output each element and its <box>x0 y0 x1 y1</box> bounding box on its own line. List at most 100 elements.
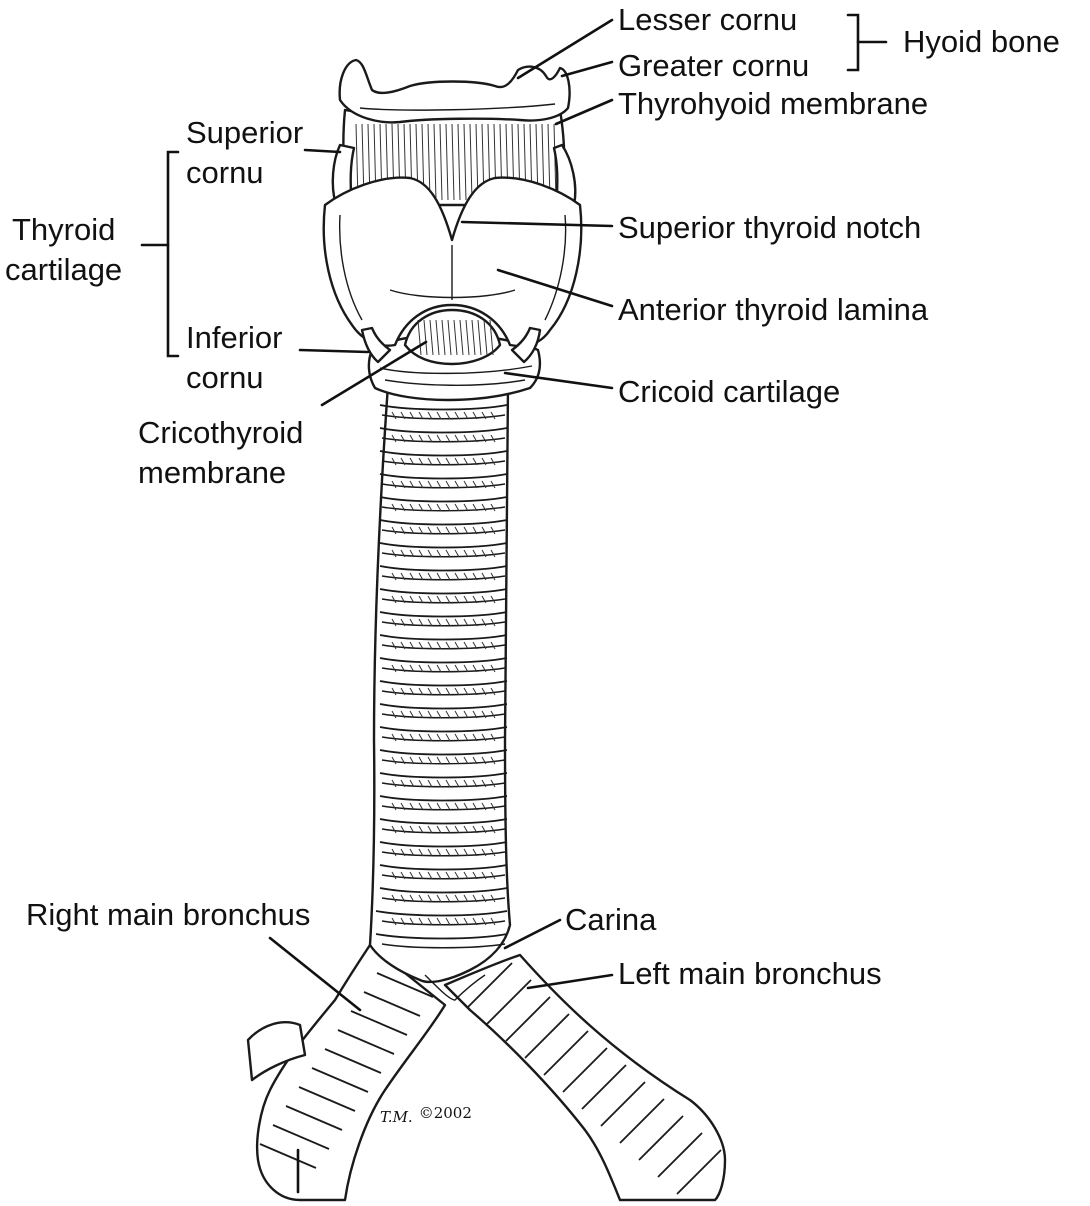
label-thyroid-cartilage-line2: cartilage <box>5 252 122 287</box>
trachea-hatch-stroke <box>409 710 415 719</box>
trachea-hatch-stroke <box>472 756 478 765</box>
trachea-hatch-stroke <box>427 457 433 466</box>
trachea-hatch-stroke <box>490 526 496 535</box>
trachea-hatch-stroke <box>409 503 415 512</box>
trachea-hatch-stroke <box>463 411 469 420</box>
trachea-hatch-stroke <box>454 572 460 581</box>
right-bronchus-ring <box>285 1105 343 1131</box>
larynx-trachea-illustration <box>246 58 727 1202</box>
trachea-hatch-stroke <box>427 779 433 788</box>
trachea-hatch-stroke <box>391 457 397 466</box>
thyrohyoid-fiber <box>451 123 455 201</box>
trachea-ring <box>379 427 508 434</box>
right-bronchus-ring <box>259 1143 317 1169</box>
trachea-hatch-stroke <box>472 779 478 788</box>
trachea-hatch-stroke <box>490 595 496 604</box>
trachea-hatch-stroke <box>409 664 415 673</box>
trachea-hatch-stroke <box>481 733 487 742</box>
left-bronchus-ring <box>467 962 513 1008</box>
trachea-ring <box>379 726 508 733</box>
trachea-hatch-stroke <box>391 733 397 742</box>
trachea-hatch-stroke <box>436 733 442 742</box>
trachea-hatch-stroke <box>445 434 451 443</box>
trachea-hatch-stroke <box>445 618 451 627</box>
trachea-hatch-stroke <box>472 802 478 811</box>
trachea-hatch-stroke <box>481 549 487 558</box>
trachea-hatch-stroke <box>400 848 406 857</box>
trachea-hatch-stroke <box>436 526 442 535</box>
trachea-hatch-stroke <box>391 710 397 719</box>
trachea-hatch-stroke <box>427 894 433 903</box>
trachea-hatch-stroke <box>445 641 451 650</box>
trachea-hatch-stroke <box>481 825 487 834</box>
trachea-hatch-stroke <box>463 756 469 765</box>
trachea-ring-edge <box>381 943 506 949</box>
label-carina: Carina <box>565 902 657 937</box>
trachea-hatch-stroke <box>409 641 415 650</box>
trachea-hatch-stroke <box>400 733 406 742</box>
trachea-hatch-stroke <box>454 664 460 673</box>
trachea-hatch-stroke <box>463 526 469 535</box>
trachea-hatch-stroke <box>454 733 460 742</box>
trachea-ring <box>379 680 508 687</box>
trachea-hatch-stroke <box>445 779 451 788</box>
trachea-ring <box>379 795 508 802</box>
trachea-hatch-stroke <box>490 549 496 558</box>
right-bronchus-ring <box>363 991 421 1017</box>
trachea-hatch-stroke <box>436 894 442 903</box>
trachea-hatch-stroke <box>436 871 442 880</box>
trachea-hatch-stroke <box>445 871 451 880</box>
trachea-hatch-stroke <box>427 595 433 604</box>
trachea-hatch-stroke <box>418 710 424 719</box>
trachea-hatch-stroke <box>418 733 424 742</box>
trachea-hatch-stroke <box>400 503 406 512</box>
trachea-hatch-stroke <box>463 917 469 926</box>
trachea-hatch-stroke <box>463 802 469 811</box>
trachea-hatch-stroke <box>454 756 460 765</box>
cricothyroid-fiber <box>477 319 482 356</box>
trachea-hatch-stroke <box>454 894 460 903</box>
trachea-hatch-stroke <box>472 572 478 581</box>
trachea-hatch-stroke <box>445 457 451 466</box>
trachea-hatch-stroke <box>400 687 406 696</box>
trachea-hatch-stroke <box>400 411 406 420</box>
trachea-hatch-stroke <box>418 894 424 903</box>
trachea-hatch-stroke <box>436 825 442 834</box>
trachea-hatch-stroke <box>463 710 469 719</box>
right-bronchus-ring <box>272 1124 330 1150</box>
trachea-hatch-stroke <box>445 526 451 535</box>
trachea-hatch-stroke <box>391 572 397 581</box>
left-bronchus-ring <box>619 1098 665 1144</box>
trachea-hatch-stroke <box>436 411 442 420</box>
trachea-hatch-stroke <box>427 756 433 765</box>
trachea-hatch-stroke <box>427 641 433 650</box>
trachea-hatch-stroke <box>400 894 406 903</box>
trachea-hatch-stroke <box>445 733 451 742</box>
trachea-hatch-stroke <box>445 572 451 581</box>
trachea-hatch-stroke <box>409 917 415 926</box>
trachea-hatch-stroke <box>391 664 397 673</box>
thyrohyoid-fiber <box>457 123 461 201</box>
trachea-hatch-stroke <box>472 917 478 926</box>
left-bronchus-ring <box>562 1047 608 1093</box>
signature-copyright: ©2002 <box>419 1104 472 1122</box>
trachea-hatch-stroke <box>409 480 415 489</box>
trachea-ring <box>379 542 508 549</box>
trachea-hatch-stroke <box>445 756 451 765</box>
trachea-hatch-stroke <box>490 848 496 857</box>
trachea-hatch-stroke <box>463 503 469 512</box>
cricothyroid-fiber <box>423 319 428 356</box>
trachea-drawing <box>368 383 512 984</box>
trachea-ring <box>379 657 508 664</box>
left-main-bronchus-drawing <box>443 953 727 1202</box>
trachea-hatch-stroke <box>481 526 487 535</box>
label-cricoid-cartilage: Cricoid cartilage <box>618 374 840 409</box>
label-left-main-bronchus: Left main bronchus <box>618 956 882 991</box>
trachea-hatch-stroke <box>418 687 424 696</box>
trachea-hatch-stroke <box>427 526 433 535</box>
trachea-hatch-stroke <box>436 710 442 719</box>
label-superior-cornu-line2: cornu <box>186 155 264 190</box>
trachea-hatch-stroke <box>436 802 442 811</box>
trachea-hatch-stroke <box>391 894 397 903</box>
carina-notch <box>424 974 486 1001</box>
